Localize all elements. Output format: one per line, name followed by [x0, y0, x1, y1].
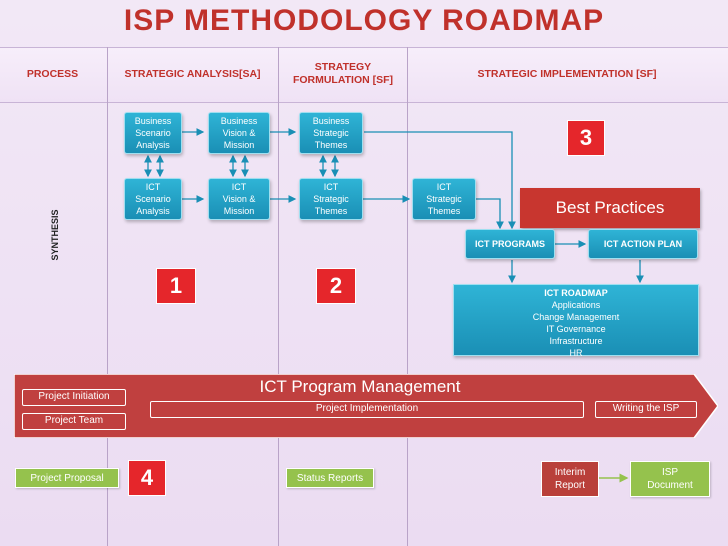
box-line: Analysis — [136, 206, 170, 216]
isp-document-box: ISP Document — [630, 461, 710, 497]
box-line: Business — [220, 116, 258, 126]
header-strategic-implementation: STRATEGIC IMPLEMENTATION [SF] — [477, 68, 657, 80]
project-team-label: Project Team — [22, 413, 126, 430]
column-divider — [407, 47, 408, 546]
box-line: Scenario — [135, 194, 171, 204]
box-ict-programs: ICT PROGRAMS — [465, 229, 555, 259]
project-proposal-box: Project Proposal — [15, 468, 119, 488]
box-line: Vision & — [222, 128, 256, 138]
step-number-3: 3 — [567, 120, 605, 156]
roadmap-item: Applications — [551, 300, 601, 310]
box-line: Strategic — [313, 128, 349, 138]
header-sf-line2: FORMULATION [SF] — [292, 74, 394, 86]
box-line: Vision & — [222, 194, 256, 204]
interim-line: Report — [554, 480, 585, 491]
roadmap-item: IT Governance — [546, 324, 606, 334]
project-implementation-bar: Project Implementation — [150, 401, 584, 418]
header-strategic-analysis: STRATEGIC ANALYSIS[SA] — [124, 68, 261, 80]
box-ict-vision-mission: ICT Vision & Mission — [208, 178, 270, 220]
box-ict-roadmap: ICT ROADMAP Applications Change Manageme… — [453, 284, 699, 358]
box-ict-action-plan: ICT ACTION PLAN — [588, 229, 698, 259]
interim-line: Interim — [554, 467, 586, 478]
roadmap-item: HR — [569, 348, 583, 358]
box-line: ICT — [231, 182, 247, 192]
box-ict-strategic-themes-sf: ICT Strategic Themes — [299, 178, 363, 220]
box-ict-strategic-themes-si: ICT Strategic Themes — [412, 178, 476, 220]
isp-doc-line: Document — [647, 480, 693, 491]
step-number-1: 1 — [156, 268, 196, 304]
box-line: Business — [134, 116, 172, 126]
header-process: PROCESS — [26, 68, 79, 80]
box-line: ICT — [145, 182, 161, 192]
roadmap-title: ICT ROADMAP — [544, 288, 608, 298]
box-line: Business — [312, 116, 350, 126]
header-sf-line1: STRATEGY — [314, 61, 372, 73]
box-line: Strategic — [313, 194, 349, 204]
box-business-vision-mission: Business Vision & Mission — [208, 112, 270, 154]
box-line: Analysis — [136, 140, 170, 150]
box-business-strategic-themes: Business Strategic Themes — [299, 112, 363, 154]
box-line: ICT — [436, 182, 452, 192]
box-line: Mission — [223, 206, 255, 216]
step-number-4: 4 — [128, 460, 166, 496]
step-number-2: 2 — [316, 268, 356, 304]
column-divider — [278, 47, 279, 546]
box-line: ICT — [323, 182, 339, 192]
box-line: Scenario — [135, 128, 171, 138]
box-line: Themes — [314, 140, 348, 150]
box-line: Mission — [223, 140, 255, 150]
program-management-title: ICT Program Management — [259, 377, 461, 396]
column-divider — [107, 47, 108, 546]
roadmap-item: Infrastructure — [549, 336, 603, 346]
box-line: Themes — [314, 206, 348, 216]
interim-report-box: Interim Report — [541, 461, 599, 497]
status-reports-box: Status Reports — [286, 468, 374, 488]
box-business-scenario-analysis: Business Scenario Analysis — [124, 112, 182, 154]
writing-the-isp-label: Writing the ISP — [595, 401, 697, 418]
isp-doc-line: ISP — [661, 467, 679, 478]
page-title: ISP METHODOLOGY ROADMAP — [123, 4, 605, 37]
best-practices-box: Best Practices — [520, 188, 700, 228]
box-line: Themes — [427, 206, 461, 216]
box-line: Strategic — [426, 194, 462, 204]
project-initiation-label: Project Initiation — [22, 389, 126, 406]
header-band — [0, 47, 728, 103]
box-ict-scenario-analysis: ICT Scenario Analysis — [124, 178, 182, 220]
roadmap-item: Change Management — [532, 312, 620, 322]
header-strategy-formulation: STRATEGY FORMULATION [SF] — [280, 61, 406, 87]
